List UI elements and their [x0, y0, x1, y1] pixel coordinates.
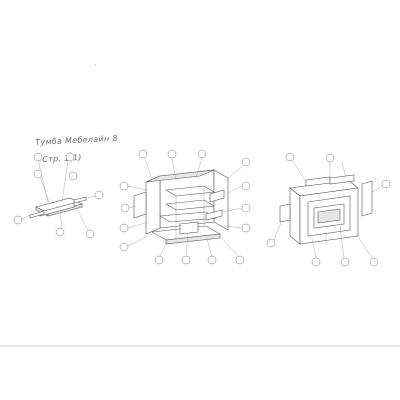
- exploded-right-strip-1: [209, 189, 225, 203]
- part-balloon: [311, 257, 321, 267]
- part-balloon: [241, 157, 251, 167]
- part-balloon: [33, 152, 43, 162]
- speck: [94, 64, 96, 66]
- balloon-layer: [13, 149, 391, 267]
- part-balloon: [197, 149, 207, 159]
- shelf-3: [159, 211, 217, 223]
- exploded-right-strip-2: [205, 209, 223, 221]
- leader: [205, 235, 213, 257]
- leader: [144, 157, 153, 181]
- drawer-left: [289, 187, 301, 245]
- part-balloon: [33, 169, 43, 179]
- part-balloon: [266, 238, 276, 248]
- part-balloon: [154, 255, 164, 265]
- left-side-panel: [145, 175, 161, 235]
- leader: [195, 157, 203, 179]
- part-balloon: [181, 255, 191, 265]
- part-balloon: [94, 190, 104, 200]
- part-balloon: [120, 203, 130, 213]
- top-end-strip: [73, 196, 87, 204]
- exploded-top-strip-2: [329, 174, 355, 185]
- plinth-front: [165, 233, 221, 245]
- exploded-side-panel: [361, 180, 373, 217]
- shelf-2: [165, 199, 215, 211]
- leader: [171, 157, 177, 181]
- body-top: [145, 169, 215, 183]
- part-balloon: [55, 227, 65, 237]
- part-balloon: [119, 223, 129, 233]
- leader: [339, 225, 345, 259]
- leader: [85, 195, 97, 199]
- leader: [127, 221, 149, 229]
- part-balloon: [235, 255, 245, 265]
- part-balloon: [167, 149, 177, 159]
- part-balloon: [13, 215, 23, 225]
- leader: [127, 185, 147, 191]
- leader: [61, 159, 69, 203]
- part-balloon: [68, 171, 78, 181]
- exploded-bottom-part: [179, 221, 199, 235]
- leader: [21, 214, 31, 220]
- leader: [225, 225, 243, 229]
- part-balloon: [207, 255, 217, 265]
- leader: [311, 237, 317, 259]
- leader: [291, 159, 307, 183]
- part-balloon: [285, 152, 295, 162]
- part-balloon: [241, 223, 251, 233]
- leader: [127, 233, 153, 247]
- body-assembly-view: [133, 169, 229, 245]
- exploded-left-part: [279, 203, 291, 223]
- part-balloon: [340, 257, 350, 267]
- leader: [341, 161, 347, 179]
- front-inner-3: [317, 208, 341, 224]
- part-balloon: [119, 242, 129, 252]
- leader: [128, 205, 137, 209]
- drawer-assembly-view: [279, 174, 373, 245]
- shelf-1: [165, 185, 215, 197]
- part-balloon: [65, 152, 75, 162]
- leader: [225, 164, 245, 181]
- top-assembly-view: [21, 195, 97, 220]
- leader: [37, 159, 49, 203]
- top-side-strip: [29, 210, 45, 219]
- part-balloon: [119, 181, 129, 191]
- leader: [39, 175, 51, 206]
- part-balloon: [325, 153, 335, 163]
- leader: [221, 207, 243, 213]
- leader: [371, 185, 384, 193]
- leader: [59, 211, 63, 229]
- leader: [355, 233, 373, 259]
- part-balloon: [241, 203, 251, 213]
- leader: [219, 235, 239, 257]
- exploded-left-strip: [133, 191, 147, 219]
- leader: [75, 207, 89, 231]
- leader: [185, 233, 189, 257]
- leader: [159, 239, 169, 257]
- part-balloon: [381, 179, 391, 189]
- part-balloon: [138, 149, 148, 159]
- part-balloon: [241, 181, 251, 191]
- leader: [273, 219, 283, 241]
- part-balloon: [369, 257, 379, 267]
- leader: [225, 185, 243, 195]
- part-balloon: [85, 229, 95, 239]
